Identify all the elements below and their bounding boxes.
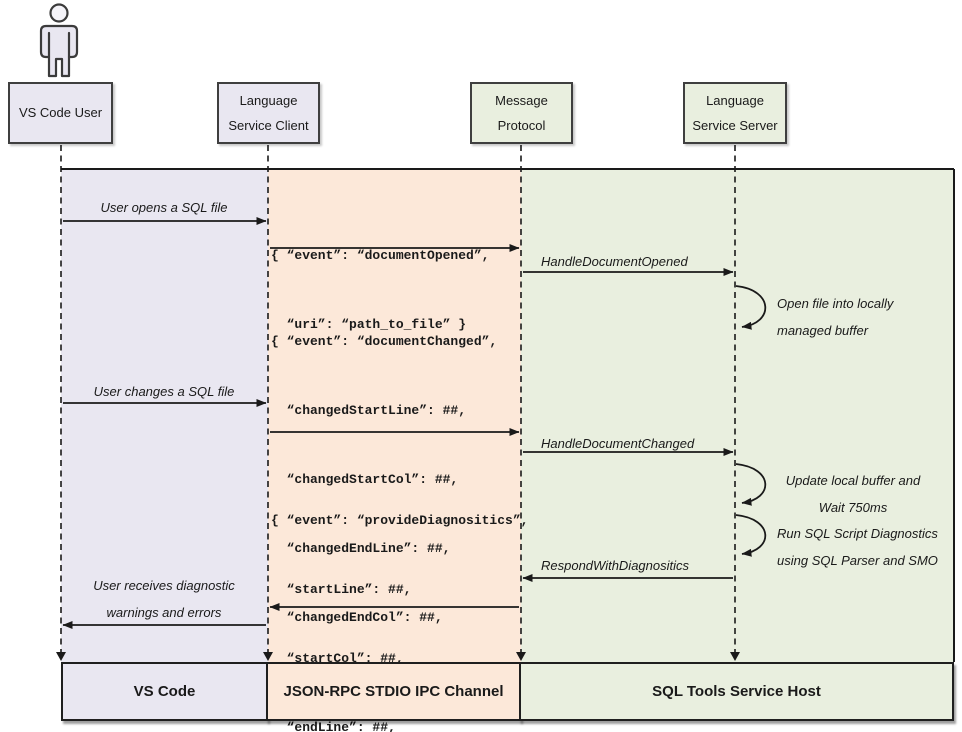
label-respond-with-diagnostics: RespondWithDiagnositics	[541, 558, 690, 573]
label-update-local-buffer: Update local buffer and Wait 750ms	[785, 473, 921, 515]
label-user-receives: User receives diagnostic warnings and er…	[93, 578, 235, 620]
label-user-opens: User opens a SQL file	[100, 200, 228, 215]
user-actor-icon	[39, 3, 79, 78]
label-handle-document-changed: HandleDocumentChanged	[541, 436, 695, 451]
footer-box-sql-tools-host: SQL Tools Service Host	[519, 662, 954, 721]
actor-label: Service Server	[692, 117, 778, 133]
label-handle-document-opened: HandleDocumentOpened	[541, 254, 688, 269]
actor-box-language-service-client: Language Service Client	[217, 82, 320, 144]
actor-label: Language	[706, 92, 764, 108]
json-message-document-changed: { “event”: “documentChanged”, “changedSt…	[271, 334, 521, 694]
label-user-changes: User changes a SQL file	[93, 384, 235, 399]
actor-box-language-service-server: Language Service Server	[683, 82, 787, 144]
actor-box-vscode-user: VS Code User	[8, 82, 113, 144]
actor-box-message-protocol: Message Protocol	[470, 82, 573, 144]
actor-label: Language	[239, 92, 298, 108]
label-run-sql-diagnostics: Run SQL Script Diagnostics using SQL Par…	[777, 526, 938, 568]
actor-label: VS Code User	[18, 105, 103, 120]
footer-box-ipc-channel: JSON-RPC STDIO IPC Channel	[266, 662, 521, 721]
actor-label: Protocol	[497, 117, 546, 133]
footer-box-vscode: VS Code	[61, 662, 268, 721]
json-message-provide-diagnostics: { “event”: “provideDiagnositics”, “start…	[271, 513, 529, 732]
lane-vscode	[61, 170, 268, 662]
json-message-document-opened: { “event”: “documentOpened”, “uri”: “pat…	[271, 248, 490, 332]
lane-sql-tools-host	[521, 170, 954, 662]
actor-label: Service Client	[228, 117, 309, 133]
actor-label: Message	[495, 92, 548, 108]
lane-ipc-channel	[268, 170, 521, 662]
label-open-file-buffer: Open file into locally managed buffer	[777, 296, 894, 338]
